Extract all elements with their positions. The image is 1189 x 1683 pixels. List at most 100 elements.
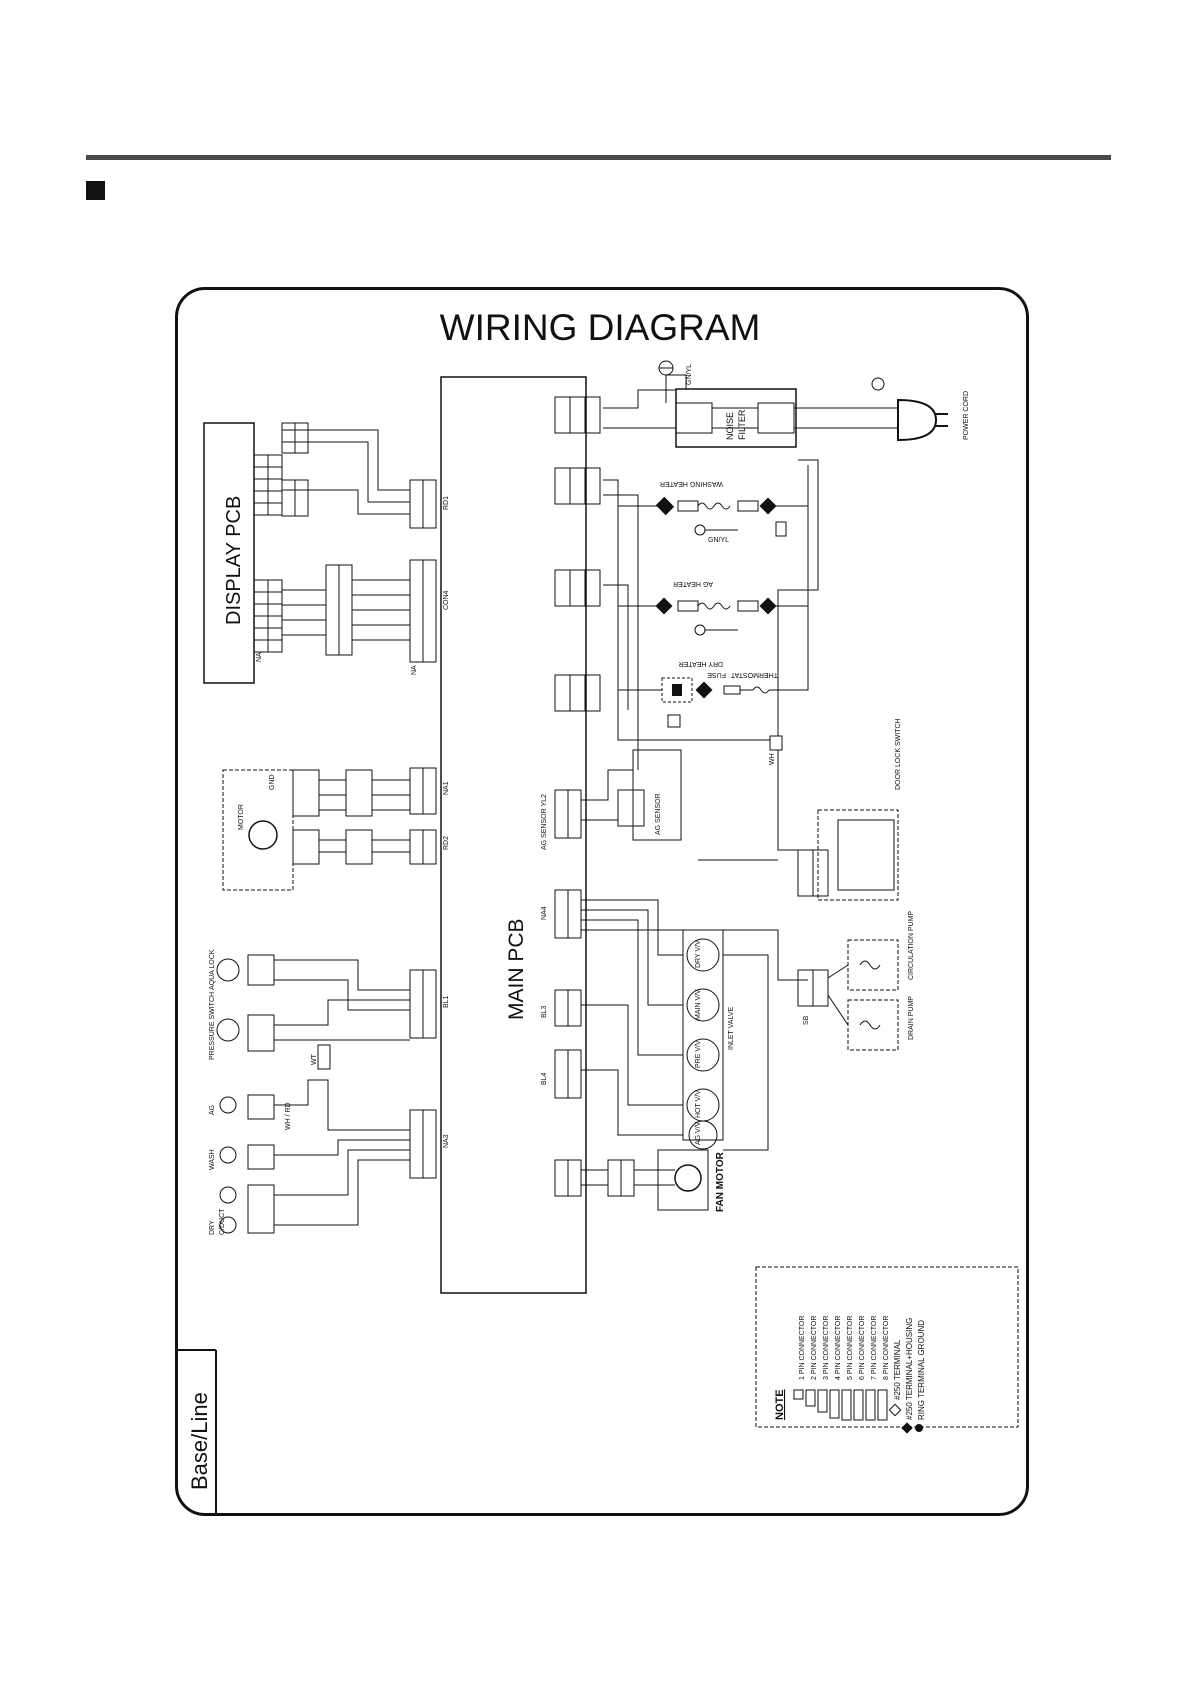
inlet-valve-bank: INLET VALVE bbox=[682, 929, 735, 1150]
aqua-lock: AQUA LOCK bbox=[209, 949, 275, 990]
washing-heater: WASHING HEATER GN/YL bbox=[618, 480, 808, 544]
ground-symbol-top: GN/YL bbox=[658, 360, 693, 385]
connector-bl4: BL4 bbox=[541, 1049, 582, 1099]
svg-text:THERMOSTAT: THERMOSTAT bbox=[730, 671, 778, 678]
wash-connector: WASH bbox=[209, 1144, 275, 1170]
connector-bl-ag bbox=[554, 569, 601, 607]
connector-na4: NA4 bbox=[541, 889, 582, 939]
ag-sensor: AG SENSOR bbox=[617, 749, 682, 841]
note-item: 8 PIN CONNECTOR bbox=[883, 1316, 890, 1380]
svg-text:POWER CORD: POWER CORD bbox=[963, 391, 970, 440]
note-legend: NOTE bbox=[755, 1266, 1019, 1428]
svg-text:FAN MOTOR: FAN MOTOR bbox=[715, 1151, 726, 1212]
connector-bl3: BL3 bbox=[541, 989, 582, 1027]
note-item: 3 PIN CONNECTOR bbox=[823, 1316, 830, 1380]
drain-pump: DRAIN PUMP bbox=[847, 996, 915, 1051]
svg-text:NA4: NA4 bbox=[541, 906, 548, 920]
main-pcb-board bbox=[440, 376, 587, 1294]
svg-text:MOTOR: MOTOR bbox=[238, 804, 245, 830]
svg-text:WH / RD: WH / RD bbox=[285, 1102, 292, 1130]
display-pcb-connector-upper bbox=[253, 454, 283, 516]
connector-na1: NA1 bbox=[409, 767, 450, 815]
diagram-title: WIRING DIAGRAM bbox=[440, 307, 761, 348]
svg-text:NA: NA bbox=[411, 665, 418, 675]
svg-text:CON4: CON4 bbox=[443, 590, 450, 610]
dry-vv-label: DRY V/V bbox=[695, 940, 702, 968]
connector-bl1: BL1 bbox=[409, 969, 450, 1039]
connector-sb: SB bbox=[797, 969, 829, 1025]
note-swatches bbox=[793, 1389, 923, 1434]
svg-text:AG: AG bbox=[209, 1105, 216, 1115]
connector-yl2: AG SENSOR YL2 bbox=[541, 789, 582, 850]
connector-fan bbox=[554, 1159, 635, 1197]
ground-symbol-cord bbox=[871, 377, 885, 391]
note-items: 1 PIN CONNECTOR 2 PIN CONNECTOR 3 PIN CO… bbox=[799, 1316, 926, 1420]
connector-na3: NA3 bbox=[409, 1109, 450, 1179]
wiring-diagram-frame: WIRING DIAGRAM Base/Line MAIN PCB DISPLA… bbox=[175, 287, 1029, 1516]
section-rule bbox=[86, 155, 1111, 160]
door-lock-switch: DOOR LOCK SWITCH bbox=[797, 718, 902, 901]
svg-text:FILTER: FILTER bbox=[737, 409, 747, 440]
connector-rd1: RD1 bbox=[409, 479, 450, 529]
ag-heater: AG HEATER bbox=[618, 580, 808, 636]
svg-text:BL3: BL3 bbox=[541, 1005, 548, 1018]
note-item: 4 PIN CONNECTOR bbox=[835, 1316, 842, 1380]
main-vv-label: MAIN V/V bbox=[695, 989, 702, 1020]
svg-text:DRY: DRY bbox=[209, 1220, 216, 1235]
svg-text:GN/YL: GN/YL bbox=[708, 537, 729, 544]
svg-text:SB: SB bbox=[803, 1015, 810, 1025]
connector-con4: CON4 NA bbox=[409, 559, 450, 675]
note-item: 5 PIN CONNECTOR bbox=[847, 1316, 854, 1380]
svg-text:WT: WT bbox=[311, 1053, 318, 1065]
svg-text:DRY HEATER: DRY HEATER bbox=[679, 660, 723, 667]
wiring-diagram-canvas: WIRING DIAGRAM Base/Line MAIN PCB DISPLA… bbox=[178, 307, 1019, 1513]
svg-text:WASHING HEATER: WASHING HEATER bbox=[660, 480, 723, 487]
svg-text:DRAIN PUMP: DRAIN PUMP bbox=[908, 996, 915, 1040]
svg-text:RD1: RD1 bbox=[443, 496, 450, 510]
connector-rd2: RD2 bbox=[409, 829, 450, 865]
svg-text:AQUA LOCK: AQUA LOCK bbox=[209, 949, 216, 990]
noise-filter: NOISE FILTER bbox=[675, 388, 797, 448]
svg-text:WH: WH bbox=[769, 753, 776, 765]
pressure-switch: PRESSURE SWITCH bbox=[209, 992, 275, 1060]
svg-text:GN/YL: GN/YL bbox=[686, 364, 693, 385]
svg-text:AG SENSOR: AG SENSOR bbox=[655, 793, 662, 835]
dry-cduct-connector: DRY C/DUCT bbox=[209, 1184, 275, 1235]
svg-text:WASH: WASH bbox=[209, 1149, 216, 1170]
svg-text:NA3: NA3 bbox=[443, 1134, 450, 1148]
pre-vv-label: PRE V/V bbox=[695, 1040, 702, 1068]
svg-text:DOOR LOCK SWITCH: DOOR LOCK SWITCH bbox=[895, 718, 902, 790]
dry-heater: DRY HEATER FUSE THERMOSTAT bbox=[618, 465, 809, 703]
main-pcb-label: MAIN PCB bbox=[505, 918, 528, 1020]
note-item: #250 TERMINAL+HOUSING bbox=[905, 1318, 914, 1420]
note-item: 1 PIN CONNECTOR bbox=[799, 1316, 806, 1380]
note-item: 7 PIN CONNECTOR bbox=[871, 1316, 878, 1380]
svg-text:AG HEATER: AG HEATER bbox=[673, 580, 713, 587]
svg-text:GND: GND bbox=[269, 774, 276, 790]
power-cord-plug-icon: POWER CORD bbox=[897, 391, 970, 442]
svg-text:CIRCULATION PUMP: CIRCULATION PUMP bbox=[908, 911, 915, 980]
svg-text:RD2: RD2 bbox=[443, 836, 450, 850]
svg-text:NOTE: NOTE bbox=[774, 1389, 786, 1420]
hot-vv-label: HOT V/V bbox=[695, 1090, 702, 1118]
svg-text:NOISE: NOISE bbox=[725, 412, 735, 440]
note-item: #250 TERMINAL bbox=[893, 1339, 902, 1400]
base-line-label: Base/Line bbox=[187, 1392, 212, 1490]
svg-text:INLET VALVE: INLET VALVE bbox=[728, 1006, 735, 1050]
note-item: 2 PIN CONNECTOR bbox=[811, 1316, 818, 1380]
display-pcb-connector-lower bbox=[253, 579, 283, 653]
svg-text:FUSE: FUSE bbox=[707, 671, 726, 678]
display-na-label: NA bbox=[256, 652, 263, 662]
connector-wh-dry bbox=[554, 674, 601, 712]
svg-text:AG SENSOR YL2: AG SENSOR YL2 bbox=[541, 794, 548, 850]
connector-bk-washing bbox=[554, 467, 601, 505]
ag-connector: AG bbox=[209, 1094, 275, 1120]
svg-text:NA1: NA1 bbox=[443, 781, 450, 795]
svg-text:C/DUCT: C/DUCT bbox=[219, 1208, 226, 1235]
svg-text:BL4: BL4 bbox=[541, 1072, 548, 1085]
circulation-pump: CIRCULATION PUMP bbox=[847, 911, 915, 991]
ag-vv-label: AG V/V bbox=[695, 1121, 702, 1145]
connector-yl-top bbox=[554, 396, 601, 434]
section-bullet-icon bbox=[86, 181, 105, 200]
note-item: RING TERMINAL GROUND bbox=[917, 1320, 926, 1420]
